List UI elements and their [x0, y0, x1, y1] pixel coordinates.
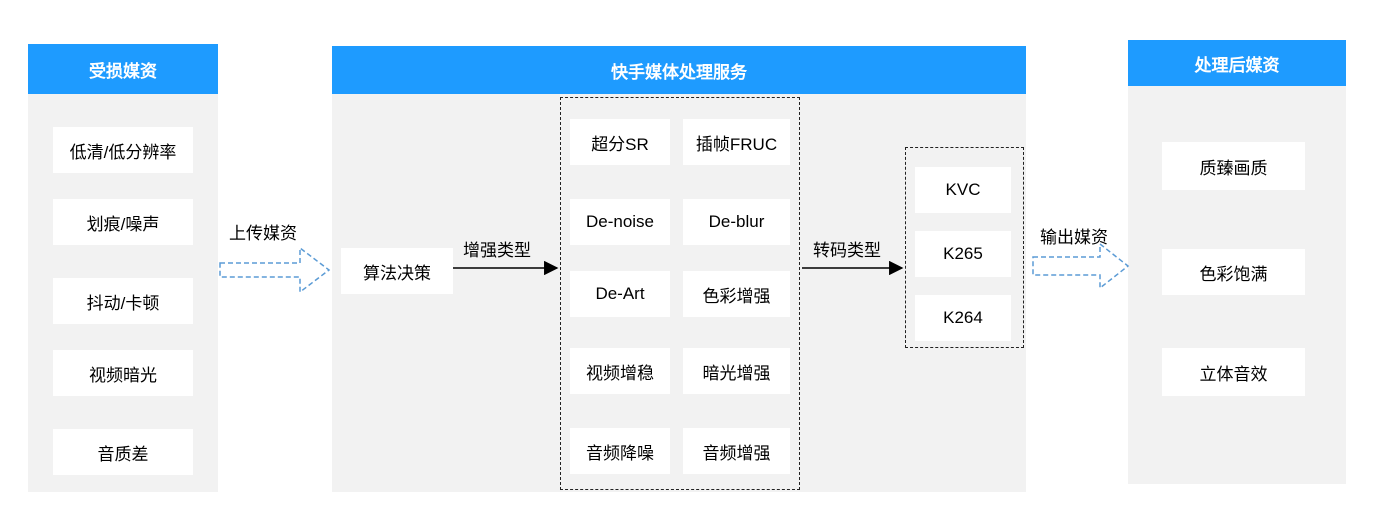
enhance-deblur: De-blur	[683, 199, 790, 245]
codec-k264: K264	[915, 295, 1011, 341]
output-item-quality: 质臻画质	[1162, 142, 1305, 190]
enhance-denoise: De-noise	[570, 199, 670, 245]
enhance-low-light: 暗光增强	[683, 348, 790, 394]
input-item-jitter-stutter: 抖动/卡顿	[53, 278, 193, 324]
codec-k265: K265	[915, 231, 1011, 277]
enhance-audio: 音频增强	[683, 428, 790, 474]
input-panel-title: 受损媒资	[28, 44, 218, 94]
input-item-poor-audio: 音质差	[53, 429, 193, 475]
enhance-type-label: 增强类型	[463, 241, 531, 260]
output-item-audio: 立体音效	[1162, 348, 1305, 396]
input-panel	[28, 44, 218, 492]
enhance-stabilization: 视频增稳	[570, 348, 670, 394]
enhance-color: 色彩增强	[683, 271, 790, 317]
input-item-low-resolution: 低清/低分辨率	[53, 127, 193, 173]
enhance-types-group	[560, 97, 800, 490]
enhance-super-resolution: 超分SR	[570, 119, 670, 165]
enhance-audio-denoise: 音频降噪	[570, 428, 670, 474]
algorithm-decision-box: 算法决策	[341, 248, 453, 294]
codec-kvc: KVC	[915, 167, 1011, 213]
codec-group	[905, 147, 1024, 348]
input-item-low-light: 视频暗光	[53, 350, 193, 396]
output-panel-title: 处理后媒资	[1128, 40, 1346, 86]
input-item-scratch-noise: 划痕/噪声	[53, 199, 193, 245]
output-item-color: 色彩饱满	[1162, 249, 1305, 295]
upload-hollow-arrow	[219, 246, 331, 294]
export-label: 输出媒资	[1040, 228, 1108, 247]
transcode-type-label: 转码类型	[813, 241, 881, 260]
service-panel-title: 快手媒体处理服务	[332, 46, 1026, 94]
enhance-deart: De-Art	[570, 271, 670, 317]
export-hollow-arrow	[1032, 242, 1130, 290]
upload-label: 上传媒资	[229, 224, 297, 243]
enhance-frame-interpolation: 插帧FRUC	[683, 119, 790, 165]
